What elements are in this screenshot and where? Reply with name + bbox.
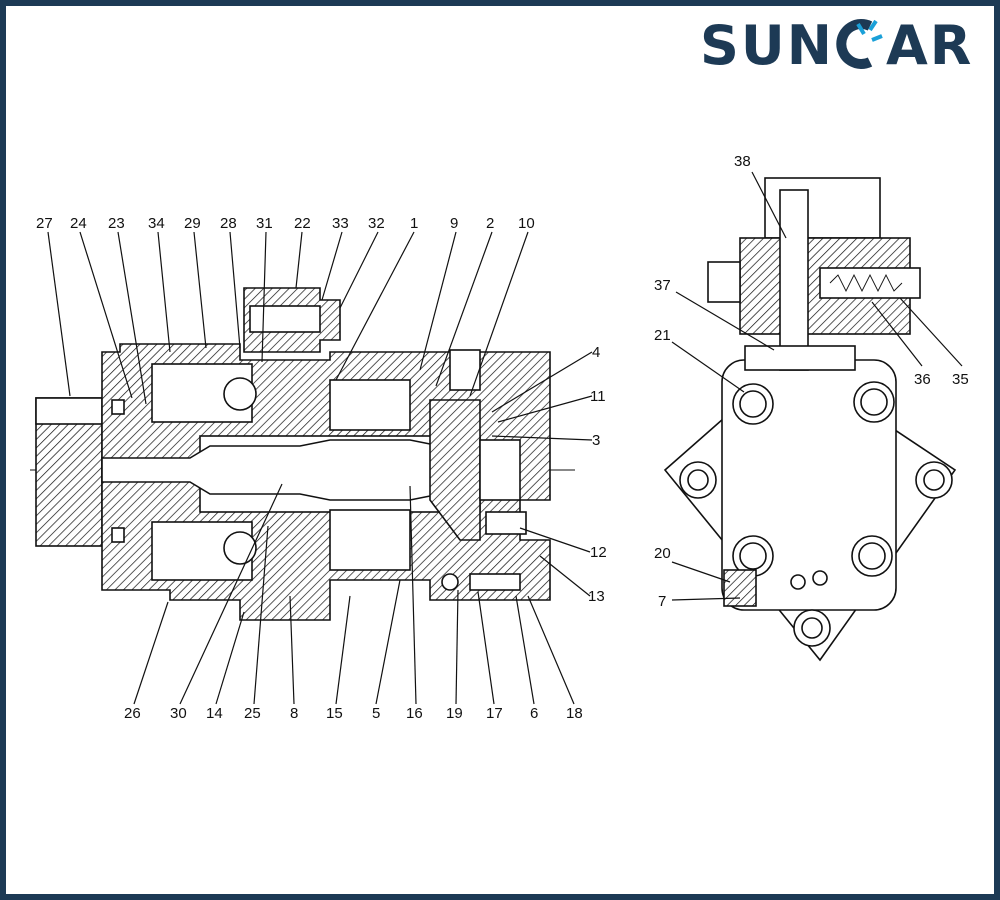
brand-logo-graphic: SUN AR <box>700 14 973 77</box>
callout-28: 28 <box>220 215 237 232</box>
callout-16: 16 <box>406 705 423 722</box>
leader-lines-right <box>671 171 963 601</box>
leader-lines-left <box>47 231 593 705</box>
callout-6: 6 <box>530 705 538 722</box>
port-2 <box>812 570 828 586</box>
callout-3: 3 <box>592 432 600 449</box>
plug-top <box>449 349 481 391</box>
brand-logo-text-part1: SUN <box>700 14 834 77</box>
mounting-bolt-hole <box>249 305 321 333</box>
callout-36: 36 <box>914 371 931 388</box>
pump-end-view <box>663 177 957 662</box>
callout-35: 35 <box>952 371 969 388</box>
bearing-ball-bottom <box>223 531 257 565</box>
rear-shaft-end <box>479 439 521 501</box>
front-bearing-bottom <box>151 521 253 581</box>
callout-11: 11 <box>590 388 606 405</box>
callout-12: 12 <box>590 544 607 561</box>
bearing-ball-top <box>223 377 257 411</box>
callout-4: 4 <box>592 344 600 361</box>
callout-30: 30 <box>170 705 187 722</box>
callout-1: 1 <box>410 215 418 232</box>
callout-25: 25 <box>244 705 261 722</box>
callout-17: 17 <box>486 705 503 722</box>
piston-upper <box>329 379 411 431</box>
bolt-bottom-right-head <box>858 542 886 570</box>
callout-13: 13 <box>588 588 605 605</box>
bolt-top-left-head <box>739 390 767 418</box>
port-1 <box>790 574 806 590</box>
flange-bolt-left-head <box>687 469 709 491</box>
callout-29: 29 <box>184 215 201 232</box>
valve-base <box>744 345 856 371</box>
callout-10: 10 <box>518 215 535 232</box>
callout-32: 32 <box>368 215 385 232</box>
callout-19: 19 <box>446 705 463 722</box>
callout-21: 21 <box>654 327 671 344</box>
callout-22: 22 <box>294 215 311 232</box>
callout-38: 38 <box>734 153 751 170</box>
callout-37: 37 <box>654 277 671 294</box>
callout-24: 24 <box>70 215 87 232</box>
brand-logo-text-part2: AR <box>886 14 973 77</box>
callout-33: 33 <box>332 215 349 232</box>
callouts-left: 27 24 23 34 29 28 31 22 33 32 1 9 2 10 4… <box>36 215 607 722</box>
adjust-screw <box>485 511 527 535</box>
valve-nut <box>707 261 741 303</box>
callout-23: 23 <box>108 215 125 232</box>
callout-15: 15 <box>326 705 343 722</box>
callout-8: 8 <box>290 705 298 722</box>
check-ball <box>441 573 459 591</box>
callouts-right: 38 37 21 36 35 20 7 <box>654 153 969 610</box>
piston-lower <box>329 509 411 571</box>
bolt-top-right-head <box>860 388 888 416</box>
callout-18: 18 <box>566 705 583 722</box>
callout-7: 7 <box>658 593 666 610</box>
bolt-bottom-left-head <box>739 542 767 570</box>
brand-logo-c-icon <box>836 19 883 69</box>
callout-34: 34 <box>148 215 165 232</box>
brand-logo: SUN AR <box>698 10 988 80</box>
relief-spring-housing <box>819 267 921 299</box>
shaft-key-top <box>35 397 103 425</box>
flange-bolt-right-head <box>923 469 945 491</box>
relief-spring <box>829 273 903 293</box>
callout-20: 20 <box>654 545 671 562</box>
seal-ring-bottom <box>111 527 125 543</box>
callout-31: 31 <box>256 215 273 232</box>
valve-stem <box>779 189 809 371</box>
callout-2: 2 <box>486 215 494 232</box>
side-fitting <box>723 569 757 607</box>
callout-27: 27 <box>36 215 53 232</box>
callout-9: 9 <box>450 215 458 232</box>
seal-ring-top <box>111 399 125 415</box>
swash-plate <box>429 399 481 541</box>
pump-cross-section <box>30 287 575 621</box>
callout-14: 14 <box>206 705 223 722</box>
callout-26: 26 <box>124 705 141 722</box>
callout-5: 5 <box>372 705 380 722</box>
check-valve-plug <box>469 573 521 591</box>
flange-bolt-bottom-head <box>801 617 823 639</box>
